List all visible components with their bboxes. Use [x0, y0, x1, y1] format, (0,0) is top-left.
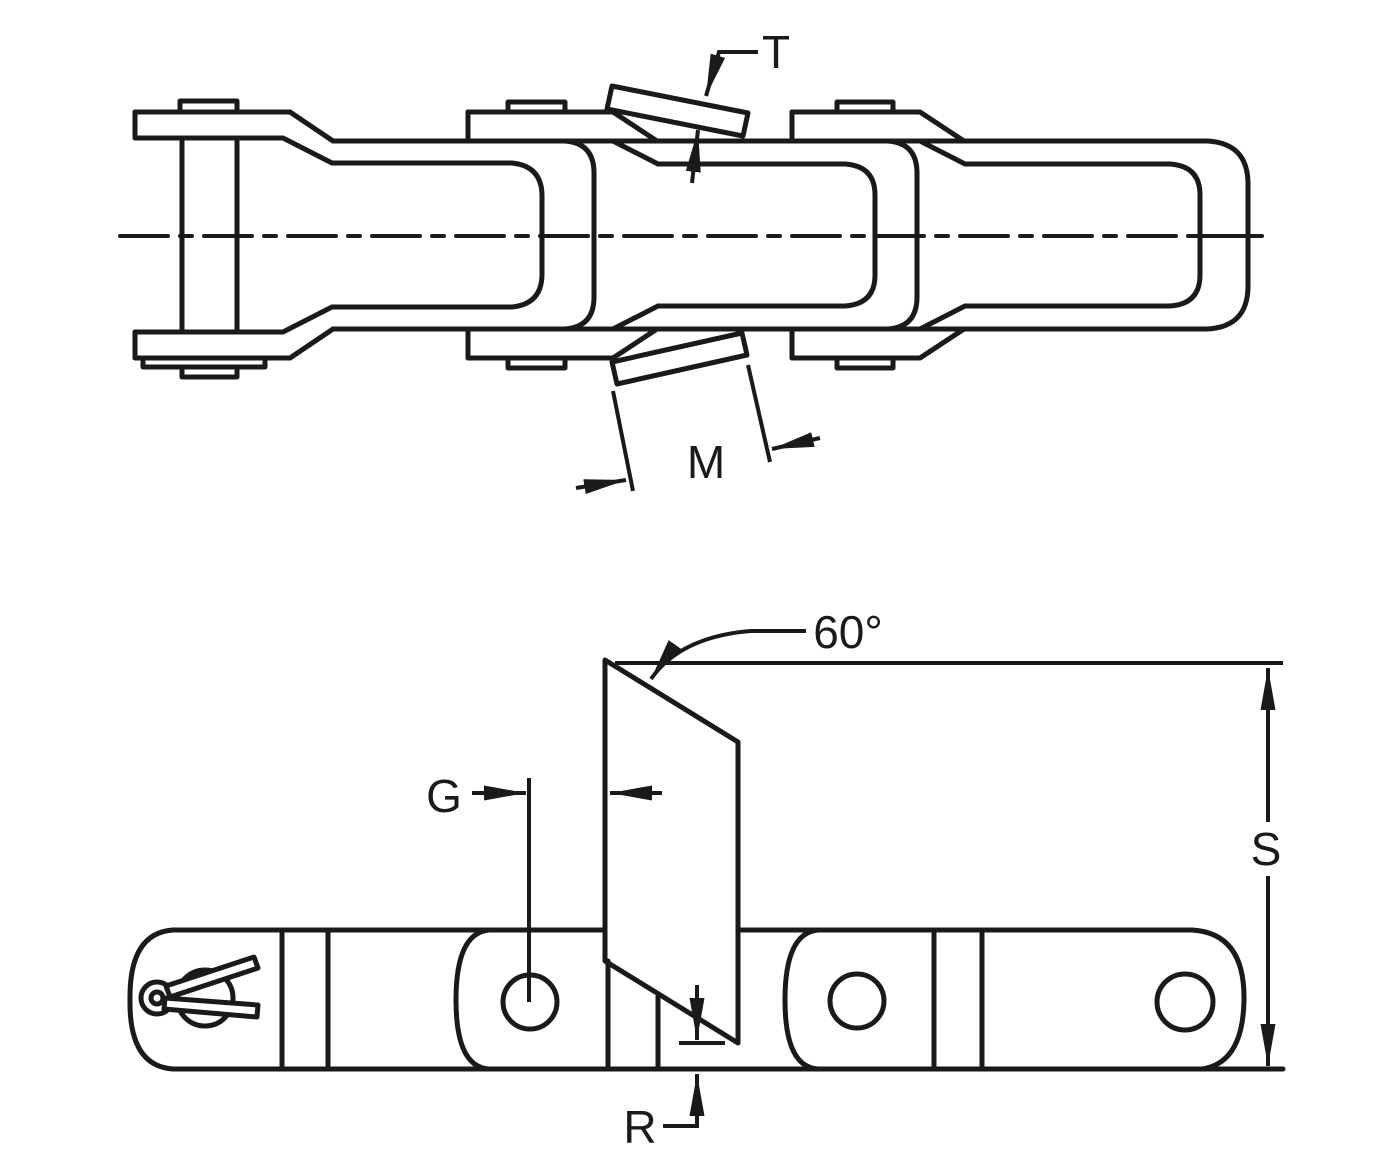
barrel-arc	[453, 927, 492, 1072]
pin-head-tab	[505, 99, 568, 115]
link-bell-cavity	[962, 161, 1203, 309]
attachment-lug-side	[602, 657, 741, 1046]
pin-head-tab	[834, 99, 896, 115]
dim-T: T	[685, 26, 790, 184]
dim-G: G	[426, 770, 662, 1002]
top-view: T M	[118, 26, 1264, 495]
attachment-lug-top	[604, 83, 751, 139]
dim-R: R	[623, 985, 725, 1153]
dim-label-M: M	[687, 436, 725, 488]
left-end-cap	[127, 927, 176, 1072]
dim-label-S: S	[1251, 823, 1282, 875]
link-bell-cavity	[329, 160, 545, 310]
hairpin-leg	[161, 995, 261, 1020]
dim-S: S	[1251, 668, 1282, 1066]
attachment-lug-bottom	[609, 330, 750, 387]
right-end-cap	[1189, 927, 1247, 1072]
link-body-outer	[885, 138, 920, 332]
pin-head-tab	[834, 355, 896, 371]
pin-head-tab	[177, 98, 240, 115]
dim-label-G: G	[426, 770, 462, 822]
pin-head-tab	[505, 355, 568, 371]
extension-line	[746, 364, 772, 463]
chain-link-right	[789, 99, 1251, 371]
barrel-arc	[782, 927, 821, 1072]
link-end-cap	[1204, 138, 1251, 332]
retainer-plate	[140, 355, 268, 370]
chain-sidebar-outline	[127, 927, 1286, 1072]
dim-M: M	[575, 364, 821, 495]
extension-line	[611, 390, 635, 492]
pin-head-tab	[179, 364, 240, 380]
dim-label-angle: 60°	[813, 606, 883, 658]
pin-hole	[1154, 971, 1216, 1033]
cotter-pin	[138, 954, 261, 1029]
link-bell-cavity	[655, 161, 878, 309]
pin-hole	[827, 971, 887, 1031]
dim-label-T: T	[762, 26, 790, 78]
side-view: G 60° S R	[127, 606, 1286, 1153]
dim-label-R: R	[623, 1101, 656, 1153]
dim-angle: 60°	[649, 606, 883, 681]
hairpin-leg	[163, 954, 261, 1000]
